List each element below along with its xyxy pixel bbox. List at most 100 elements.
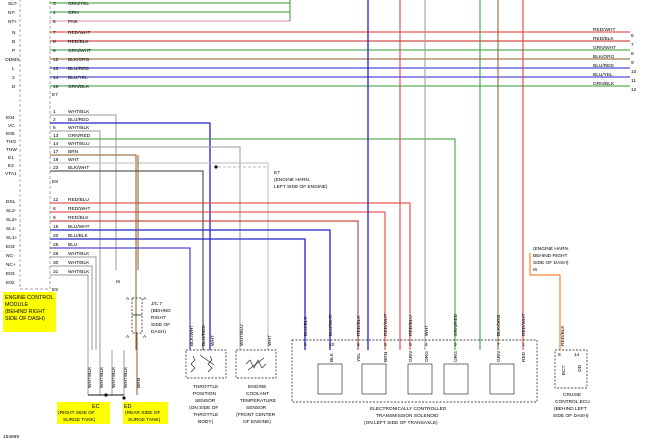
svg-text:1: 1 [53,109,56,115]
svg-text:9: 9 [631,60,634,66]
svg-text:GRN: GRN [408,351,414,362]
svg-text:GRN/RED: GRN/RED [68,133,91,139]
svg-text:OD: OD [577,364,583,372]
ecm-label: ENGINE CONTROL MODULE (BEHIND RIGHT SIDE… [5,295,54,322]
engine-coolant-temp-sensor: WHT/BLU WHT ENGINE COOLANT TEMPERATURE S… [235,324,277,425]
transmission-solenoid: BLU/BLK BLU/WHT RED/BLK RED/WHT RED/BLU … [291,313,538,426]
svg-text:N: N [12,30,16,36]
svg-text:BLK: BLK [329,352,335,362]
svg-text:BLU/BLK: BLU/BLK [68,233,89,239]
svg-text:NC-: NC- [6,253,15,259]
svg-text:E04: E04 [6,115,15,121]
svg-text:E1: E1 [8,155,14,161]
svg-text:WHT/BLK: WHT/BLK [68,269,90,275]
svg-text:ELECTRONICALLY CONTROLLED: ELECTRONICALLY CONTROLLED [370,406,447,412]
top-bus-verticals [367,0,561,350]
svg-text:BLU/YEL: BLU/YEL [68,75,88,81]
svg-text:SLT-: SLT- [8,1,18,7]
svg-text:BODY): BODY) [198,419,214,425]
svg-text:4: 4 [53,10,56,16]
svg-text:L: L [12,66,15,72]
svg-text:ENGINE CONTROL: ENGINE CONTROL [5,295,54,301]
svg-text:COOLANT: COOLANT [246,391,269,397]
svg-text:6: 6 [53,125,56,131]
svg-text:1: 1 [522,342,525,348]
svg-text:7: 7 [631,42,634,48]
svg-text:8: 8 [53,206,56,212]
svg-text:RED/BLK: RED/BLK [560,325,566,346]
svg-text:ENGINE: ENGINE [248,384,266,390]
top-wire-bus [50,0,630,87]
svg-text:15: 15 [53,224,59,230]
svg-text:RIGHT: RIGHT [151,315,166,321]
svg-text:DASH): DASH) [151,329,166,335]
svg-text:E7: E7 [274,170,280,176]
svg-text:SURGE TANK): SURGE TANK) [128,417,161,423]
ecm-label-highlight [3,292,56,332]
ground-ec-label: EC (RIGHT SIDE OF SURGE TANK) [58,404,100,423]
svg-text:BLK/ORG: BLK/ORG [593,54,615,60]
svg-text:NT-: NT- [8,10,16,16]
svg-text:25: 25 [53,242,59,248]
svg-text:WHT/BLK: WHT/BLK [111,366,117,388]
svg-text:NT+: NT+ [8,19,17,25]
svg-text:BLU/RED: BLU/RED [68,117,89,123]
svg-text:14: 14 [574,352,580,358]
svg-text:RED/BLK: RED/BLK [68,215,89,221]
svg-text:BLK/ORG: BLK/ORG [496,314,502,336]
svg-text:3: 3 [53,1,56,7]
svg-text:WHT/BLK: WHT/BLK [68,251,90,257]
solenoid-coils [317,363,515,395]
svg-text:WHT/BLK: WHT/BLK [68,125,90,131]
svg-text:5: 5 [304,342,307,348]
svg-text:WHT/BLK: WHT/BLK [68,260,90,266]
svg-text:2: 2 [12,75,15,81]
svg-text:I6: I6 [116,279,120,285]
ecm-pins-top: SLT- NT- NT+ N B P ODMS L 2 D E7 3 4 5 7… [5,1,91,98]
svg-text:30: 30 [53,260,59,266]
svg-text:18: 18 [53,157,59,163]
ground-ed-label: ED (REAR SIDE OF SURGE TANK) [124,404,161,423]
mid-wires [50,114,456,350]
svg-text:A: A [143,296,147,302]
svg-text:RED/BLK: RED/BLK [356,315,362,336]
svg-text:WHT: WHT [424,325,430,336]
svg-text:WHT/BLK: WHT/BLK [99,366,105,388]
svg-text:BLU/RED: BLU/RED [201,325,207,346]
svg-text:11: 11 [631,78,636,84]
svg-text:BLU/YEL: BLU/YEL [593,72,613,78]
svg-text:(RIGHT SIDE OF: (RIGHT SIDE OF [58,410,95,416]
svg-text:A: A [143,334,147,340]
svg-text:ECT: ECT [561,365,567,375]
ecm-pins-mid: E04 VC E05 THO THW E1 E2 VTA1 E8 1 2 6 1… [5,109,91,185]
ground-ec-highlight [57,402,110,424]
svg-text:WHT: WHT [68,157,79,163]
ecm-box [19,0,51,290]
svg-text:17: 17 [53,149,59,155]
svg-text:ORG: ORG [424,351,430,362]
svg-text:RED/BLK: RED/BLK [68,39,89,45]
svg-text:THW: THW [6,147,17,153]
svg-text:(BEHIND: (BEHIND [151,308,171,314]
svg-text:8: 8 [53,39,56,45]
svg-text:(FRONT CENTER: (FRONT CENTER [236,412,276,418]
svg-text:WHT/BLU: WHT/BLU [239,324,245,346]
svg-text:12: 12 [53,197,59,203]
svg-text:(BEHIND LEFT: (BEHIND LEFT [554,406,587,412]
svg-text:SENSOR: SENSOR [246,405,267,411]
svg-text:E9: E9 [52,287,58,293]
svg-text:RED: RED [521,351,527,362]
svg-text:RED/WHT: RED/WHT [68,30,90,36]
svg-text:BLK/ORG: BLK/ORG [68,57,90,63]
svg-text:CONTROL ECU: CONTROL ECU [555,399,590,405]
svg-text:TEMPERATURE: TEMPERATURE [240,398,276,404]
svg-text:14: 14 [53,75,59,81]
svg-text:D: D [12,84,16,90]
svg-text:12: 12 [631,87,637,93]
svg-text:6: 6 [631,33,634,39]
svg-text:DSL: DSL [6,199,16,205]
svg-text:RED/WHT: RED/WHT [383,314,389,336]
svg-text:RED/WHT: RED/WHT [521,314,527,336]
